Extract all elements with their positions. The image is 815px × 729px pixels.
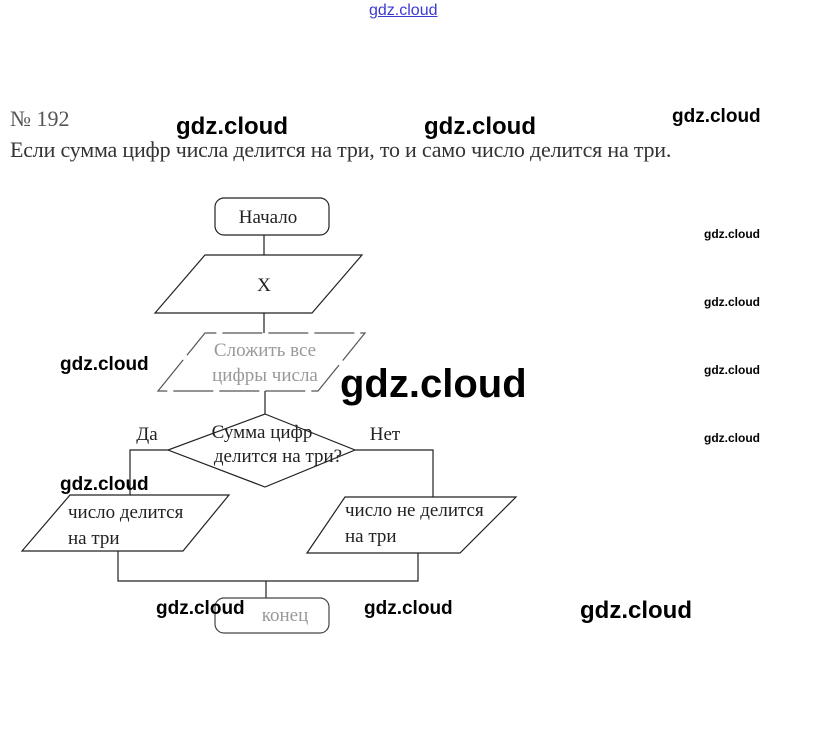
yes-label: Да [136, 424, 158, 445]
problem-number: № 192 [10, 106, 70, 131]
decision-block [166, 413, 357, 488]
watermark: gdz.cloud [156, 598, 245, 619]
process-line-2: цифры числа [212, 365, 318, 386]
yes-connector [129, 449, 168, 495]
yes-output-line-1: число делится [68, 502, 184, 523]
process-block [156, 332, 367, 392]
problem-statement: Если сумма цифр числа делится на три, то… [10, 137, 672, 162]
no-connector [355, 449, 434, 497]
merge-connector [117, 551, 419, 582]
no-output-line-1: число не делится [345, 500, 484, 521]
watermark: gdz.cloud [340, 362, 527, 406]
no-output-line-2: на три [345, 526, 397, 547]
input-block [153, 254, 364, 314]
watermark-link[interactable]: gdz.cloud [369, 2, 438, 19]
watermark: gdz.cloud [176, 113, 288, 140]
end-block [214, 597, 330, 634]
watermark: gdz.cloud [580, 597, 692, 624]
start-label: Начало [239, 207, 298, 228]
watermark: gdz.cloud [60, 474, 149, 495]
no-output-block [305, 496, 518, 554]
yes-output-block [20, 494, 231, 552]
input-label: X [257, 275, 271, 296]
start-block [214, 197, 330, 236]
end-label: конец [262, 605, 309, 626]
no-label: Нет [370, 424, 401, 445]
watermark: gdz.cloud [704, 363, 760, 377]
decision-line-1: Сумма цифр [212, 422, 313, 443]
watermark: gdz.cloud [60, 354, 149, 375]
decision-line-2: делится на три? [214, 446, 342, 467]
watermark: gdz.cloud [704, 295, 760, 309]
watermark: gdz.cloud [704, 431, 760, 445]
yes-output-line-2: на три [68, 528, 120, 549]
watermark: gdz.cloud [424, 113, 536, 140]
watermark: gdz.cloud [364, 598, 453, 619]
watermark: gdz.cloud [672, 106, 761, 127]
watermark: gdz.cloud [704, 227, 760, 241]
process-line-1: Сложить все [214, 340, 316, 361]
